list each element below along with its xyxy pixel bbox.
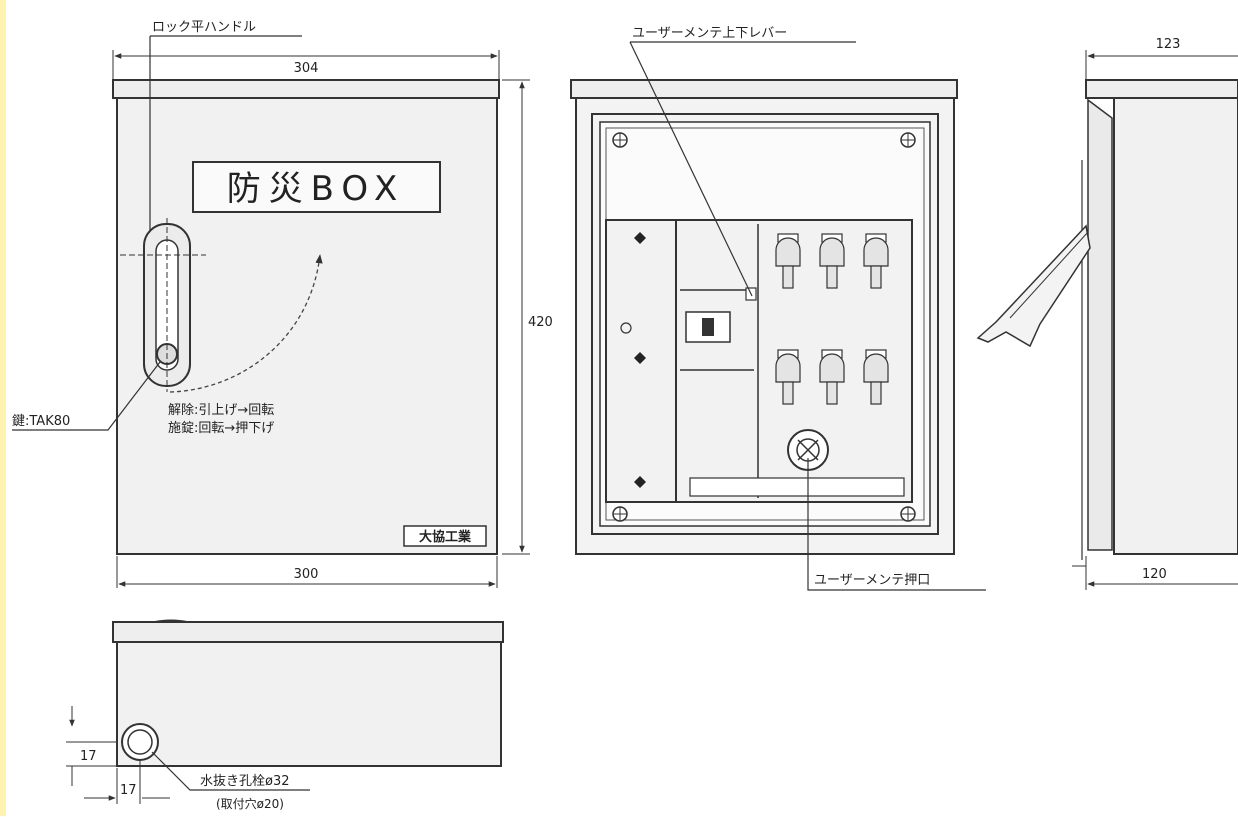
release-instruction: 解除:引上げ→回転 <box>168 403 274 418</box>
push-label: ユーザーメンテ押口 <box>814 573 930 588</box>
rotation-arrow <box>169 254 323 393</box>
title-plate-text: 防災BOX <box>227 169 406 209</box>
dim-width-bottom: 300 <box>294 567 319 582</box>
maker-label: 大協工業 <box>419 529 472 545</box>
breaker <box>685 311 731 343</box>
lock-handle-label: ロック平ハンドル <box>152 20 256 35</box>
maker-plate <box>403 525 487 547</box>
side-view: 123 120 <box>976 37 1238 590</box>
left-edge-strip <box>0 0 6 816</box>
front-lid <box>112 79 500 99</box>
dim-width-top: 304 <box>294 61 319 76</box>
lever-label: ユーザーメンテ上下レバー <box>632 26 787 41</box>
faucet-valves <box>775 233 889 405</box>
dim-depth-top: 123 <box>1156 37 1181 52</box>
dim-height: 420 <box>528 315 553 330</box>
bottom-view: 17 17 水抜き孔栓ø32 (取付穴ø20) <box>66 619 504 811</box>
bottom-body <box>116 641 502 767</box>
dim-depth-bottom: 120 <box>1142 567 1167 582</box>
side-body <box>1113 97 1238 555</box>
mount-label: (取付穴ø20) <box>216 796 284 811</box>
front-view: 防災BOX ロック平ハンドル 鍵:TAK80 解除:引上げ→回転 施錠:回転→押… <box>12 20 553 588</box>
dim-drain-h: 17 <box>120 783 137 798</box>
title-plate <box>192 161 441 213</box>
key-label: 鍵:TAK80 <box>12 413 70 429</box>
side-handle <box>976 224 1091 348</box>
drain-label: 水抜き孔栓ø32 <box>200 773 290 789</box>
inner-panel <box>605 219 913 503</box>
lock-instruction: 施錠:回転→押下げ <box>168 421 274 436</box>
panel-bolts <box>634 232 646 488</box>
dim-drain-v: 17 <box>80 749 97 764</box>
interior-view: ユーザーメンテ上下レバー ユーザーメンテ押口 <box>570 26 986 591</box>
